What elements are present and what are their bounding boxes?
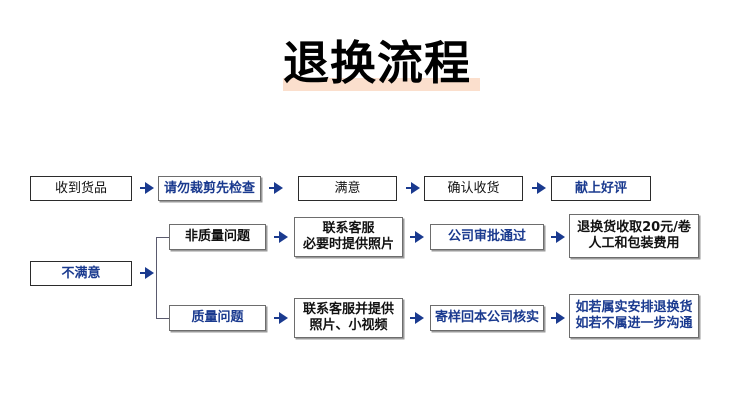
branch-spine xyxy=(156,237,158,319)
node-contact-service-photos[interactable]: 联系客服 必要时提供照片 xyxy=(294,217,403,257)
node-received-goods[interactable]: 收到货品 xyxy=(30,176,132,201)
node-return-fee-note[interactable]: 退换货收取20元/卷 人工和包装费用 xyxy=(569,214,699,258)
arrow-right-icon xyxy=(551,231,565,243)
node-contact-service-photos-video[interactable]: 联系客服并提供 照片、小视频 xyxy=(294,298,403,338)
arrow-right-icon xyxy=(269,182,283,194)
node-verified-outcome[interactable]: 如若属实安排退换货 如若不属进一步沟通 xyxy=(569,294,699,338)
node-satisfied[interactable]: 满意 xyxy=(298,176,397,201)
arrow-right-icon xyxy=(406,182,420,194)
node-give-good-review[interactable]: 献上好评 xyxy=(551,176,651,201)
node-confirm-receipt[interactable]: 确认收货 xyxy=(424,176,523,201)
node-company-approval-passed[interactable]: 公司审批通过 xyxy=(430,224,544,250)
page-title: 退换流程 xyxy=(283,36,471,90)
node-quality-issue[interactable]: 质量问题 xyxy=(169,305,266,331)
arrow-right-icon xyxy=(551,312,565,324)
node-do-not-cut-inspect-first[interactable]: 请勿裁剪先检查 xyxy=(158,176,261,201)
arrow-right-icon xyxy=(140,182,154,194)
branch-stub-upper xyxy=(156,237,170,239)
title-underline-bar xyxy=(283,78,480,91)
arrow-right-icon xyxy=(274,231,288,243)
arrow-right-icon xyxy=(140,267,154,279)
arrow-right-icon xyxy=(532,182,546,194)
branch-stub-lower xyxy=(156,318,170,320)
arrow-right-icon xyxy=(410,312,424,324)
node-send-sample-back[interactable]: 寄样回本公司核实 xyxy=(430,305,544,331)
arrow-right-icon xyxy=(410,231,424,243)
node-non-quality-issue[interactable]: 非质量问题 xyxy=(169,224,266,250)
arrow-right-icon xyxy=(274,312,288,324)
node-not-satisfied[interactable]: 不满意 xyxy=(30,261,132,286)
page-title-block: 退换流程 xyxy=(283,38,483,100)
